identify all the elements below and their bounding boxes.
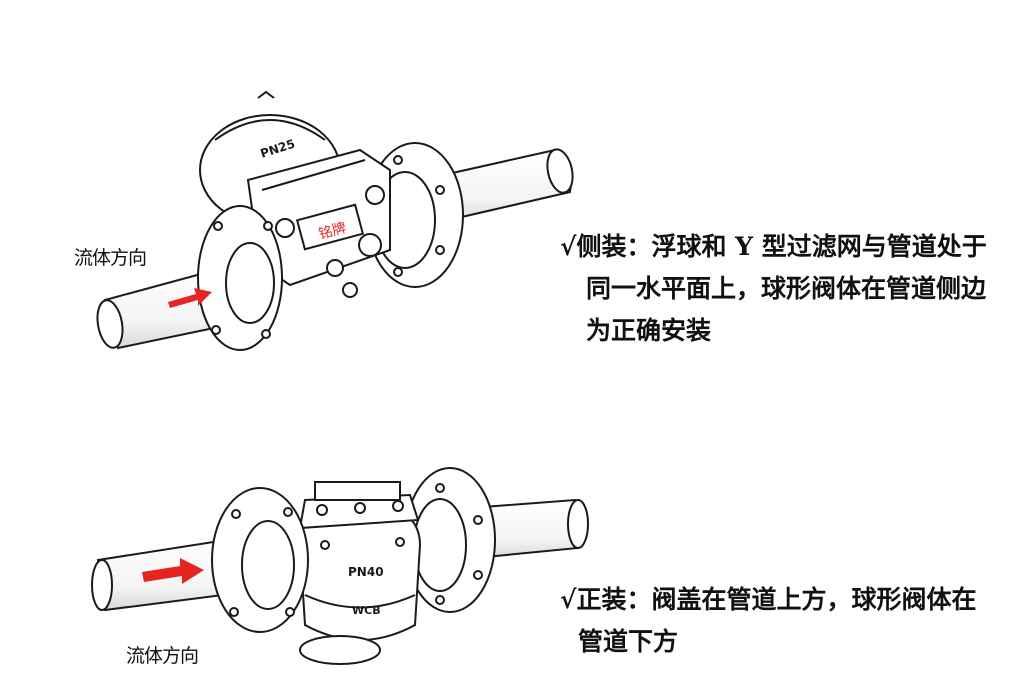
check-mark-icon: √ [560,232,577,261]
note-text: 正装：阀盖在管道上方，球形阀体在 [576,585,977,614]
upright-install-diagram: PN40 WCB [91,467,589,665]
inlet-flange-top [197,205,283,351]
note-line: 为正确安装 [586,316,712,345]
side-install-note: √侧装：浮球和 Y 型过滤网与管道处于 同一水平面上，球形阀体在管道侧边 为正确… [560,226,1000,352]
check-mark-icon: √ [560,585,577,614]
valve-cover-bottom [298,481,420,550]
note-line: 管道下方 [578,627,679,656]
flow-arrow-top [168,288,212,308]
flow-direction-label-top: 流体方向 [74,247,147,269]
material-mark-bottom: WCB [352,604,381,617]
strainer-cover-top [246,148,391,298]
body-mark-bottom: PN40 [348,565,384,579]
plate-text-top: 铭牌 [317,219,348,243]
side-install-diagram: PN25 铭牌 [96,90,574,351]
note-text: 侧装：浮球和 Y 型过滤网与管道处于 [576,232,987,261]
note-line: √侧装：浮球和 Y 型过滤网与管道处于 [560,226,1000,268]
note-line: 同一水平面上，球形阀体在管道侧边 [586,274,987,303]
upright-install-note: √正装：阀盖在管道上方，球形阀体在 管道下方 [560,579,1000,663]
outlet-pipe-top [428,148,574,224]
flow-direction-label-bottom: 流体方向 [126,645,199,667]
outlet-flange-bottom [404,467,496,613]
flow-arrow-bottom [142,558,204,584]
outlet-pipe-bottom [468,498,589,560]
note-line: √正装：阀盖在管道上方，球形阀体在 [560,579,1000,621]
inlet-flange-bottom [211,487,309,633]
